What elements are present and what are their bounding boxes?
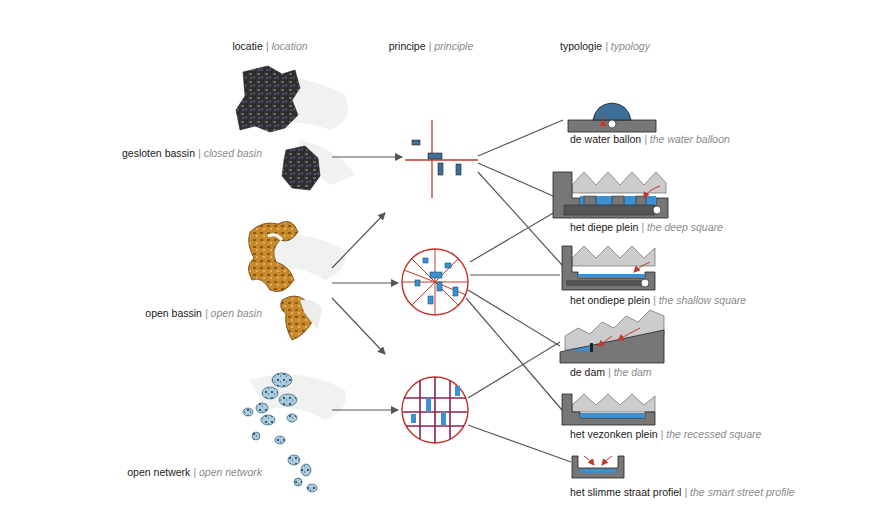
column-header: principe| principle bbox=[389, 40, 474, 53]
header-translation: | location bbox=[266, 40, 308, 52]
label-main: gesloten bassin bbox=[122, 147, 195, 159]
label-translation: | the dam bbox=[608, 366, 652, 378]
label-main: het diepe plein bbox=[570, 221, 638, 233]
label-main: open bassin bbox=[145, 307, 202, 319]
header-translation: | principle bbox=[429, 40, 474, 52]
label-main: het vezonken plein bbox=[570, 428, 658, 440]
typology-label: open netwerk| open network bbox=[127, 466, 262, 479]
label-main: open netwerk bbox=[127, 466, 190, 478]
column-header: locatie | location bbox=[232, 40, 307, 53]
typology-label: het diepe plein| the deep square bbox=[570, 221, 723, 234]
typology-label: het ondiepe plein| the shallow square bbox=[570, 294, 746, 307]
label-translation: | open basin bbox=[205, 307, 262, 319]
label-translation: | open network bbox=[193, 466, 262, 478]
typology-label: gesloten bassin| closed basin bbox=[122, 147, 262, 160]
label-translation: | the water balloon bbox=[644, 133, 730, 145]
label-main: het slimme straat profiel bbox=[570, 486, 681, 498]
label-translation: | the smart street profile bbox=[684, 486, 794, 498]
label-translation: | closed basin bbox=[198, 147, 262, 159]
typology-label: de water ballon| the water balloon bbox=[570, 133, 730, 146]
label-translation: | the recessed square bbox=[661, 428, 762, 440]
column-header: typologie| typology bbox=[560, 40, 650, 53]
typology-label: de dam| the dam bbox=[570, 366, 652, 379]
label-translation: | the shallow square bbox=[653, 294, 746, 306]
typology-label: open bassin| open basin bbox=[145, 307, 262, 320]
header-main: locatie bbox=[232, 40, 262, 52]
typology-label: het vezonken plein| the recessed square bbox=[570, 428, 761, 441]
label-main: de dam bbox=[570, 366, 605, 378]
label-main: het ondiepe plein bbox=[570, 294, 650, 306]
label-main: de water ballon bbox=[570, 133, 641, 145]
header-main: principe bbox=[389, 40, 426, 52]
header-translation: | typology bbox=[605, 40, 650, 52]
header-main: typologie bbox=[560, 40, 602, 52]
label-translation: | the deep square bbox=[641, 221, 723, 233]
typology-label: het slimme straat profiel| the smart str… bbox=[570, 486, 795, 499]
